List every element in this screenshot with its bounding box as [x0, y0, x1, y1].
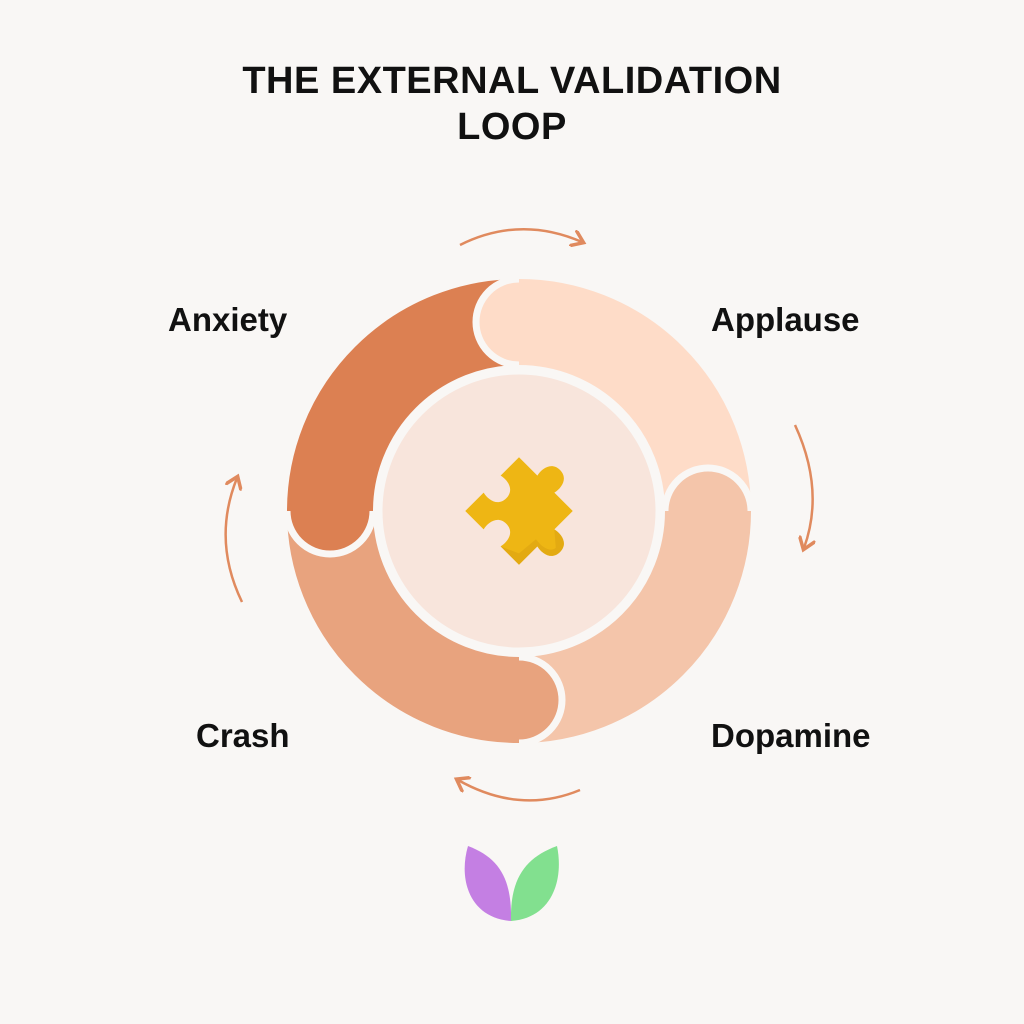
- title-line-2: LOOP: [457, 106, 567, 148]
- segment-cap-anxiety: [287, 511, 373, 554]
- arrow-bottom: [458, 780, 581, 802]
- segment-cap-outline: [472, 275, 520, 369]
- stage-label-crash: Crash: [196, 717, 290, 754]
- stage-label-applause: Applause: [711, 301, 860, 338]
- leaf-logo: [464, 846, 559, 921]
- segment-cap-crash: [519, 657, 562, 743]
- stage-label-dopamine: Dopamine: [711, 717, 871, 754]
- page-title: THE EXTERNAL VALIDATION LOOP: [0, 58, 1024, 150]
- segment-cap-outline: [661, 464, 755, 512]
- puzzle-piece-icon: [465, 457, 573, 565]
- segment-cap-dopamine: [665, 468, 751, 511]
- arrow-top: [459, 228, 582, 245]
- stage-label-anxiety: Anxiety: [168, 301, 288, 338]
- arrow-right: [793, 424, 813, 548]
- cycle-arrows: [224, 228, 813, 802]
- segment-cap-applause: [476, 279, 519, 365]
- segment-cap-outline: [518, 653, 566, 747]
- arrow-left: [224, 478, 244, 603]
- segment-cap-outline: [283, 510, 377, 558]
- title-line-1: THE EXTERNAL VALIDATION: [242, 60, 782, 102]
- cycle-ring: [283, 275, 755, 747]
